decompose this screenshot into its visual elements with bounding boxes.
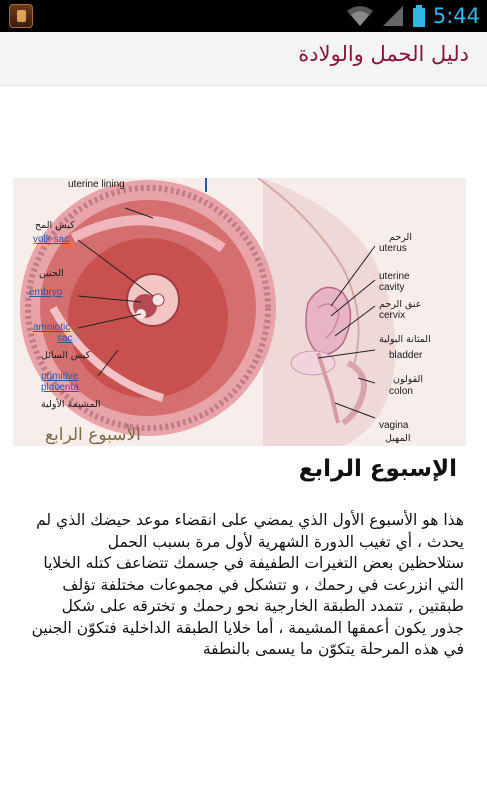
label-week-caption: الأسبوع الرابع: [45, 424, 141, 445]
label-colon: colon: [389, 386, 413, 397]
label-placenta-1: primitive: [41, 371, 79, 382]
article-body: هذا هو الأسبوع الأول الذي يمضي على انقضا…: [28, 510, 464, 661]
label-embryo-ar: الجنين: [39, 268, 64, 279]
clock: 5:44: [432, 4, 480, 28]
label-cavity-1: uterine: [379, 271, 410, 282]
app-notification-icon: [9, 4, 33, 28]
action-bar: دليل الحمل والولادة: [0, 32, 487, 86]
label-amniotic-2: sac: [57, 333, 73, 344]
label-vagina-ar: المهبل: [385, 433, 410, 444]
pregnancy-diagram: uterine lining كيس المح yolk sac الجنين …: [20, 178, 431, 446]
article-paragraph: هذا هو الأسبوع الأول الذي يمضي على انقضا…: [36, 511, 464, 551]
label-amniotic-1: amniotic: [33, 322, 70, 333]
status-icons: 5:44: [346, 0, 487, 32]
label-cervix: cervix: [379, 310, 405, 321]
battery-icon: [412, 5, 425, 27]
label-amniotic-ar: كيس السائل: [41, 350, 91, 361]
week-4-illustration: uterine lining كيس المح yolk sac الجنين …: [13, 178, 466, 446]
label-uterus: uterus: [379, 243, 407, 254]
label-placenta-ar: المشيمة الأولية: [41, 398, 100, 410]
label-cervix-ar: عنق الرحم: [379, 299, 421, 310]
label-uterus-ar: الرحم: [389, 232, 412, 243]
label-embryo: embryo: [29, 287, 63, 298]
label-bladder-ar: المثانة البولية: [379, 334, 431, 345]
label-uterine-lining: uterine lining: [68, 179, 125, 190]
article-paragraph: ستلاحظين بعض التغيرات الطفيفة في جسمك تت…: [31, 554, 464, 658]
wifi-icon: [346, 6, 373, 26]
signal-icon: [382, 6, 403, 26]
label-placenta-2: placenta: [41, 382, 79, 393]
label-yolk-sac: yolk sac: [33, 234, 69, 245]
label-vagina: vagina: [379, 420, 409, 431]
label-bladder: bladder: [389, 350, 423, 361]
status-bar: 5:44: [0, 0, 487, 32]
week-heading: الإسبوع الرابع: [298, 456, 457, 482]
app-title: دليل الحمل والولادة: [298, 42, 469, 66]
label-colon-ar: القولون: [393, 374, 423, 385]
label-cavity-2: cavity: [379, 282, 405, 293]
label-yolk-sac-ar: كيس المح: [35, 220, 75, 231]
